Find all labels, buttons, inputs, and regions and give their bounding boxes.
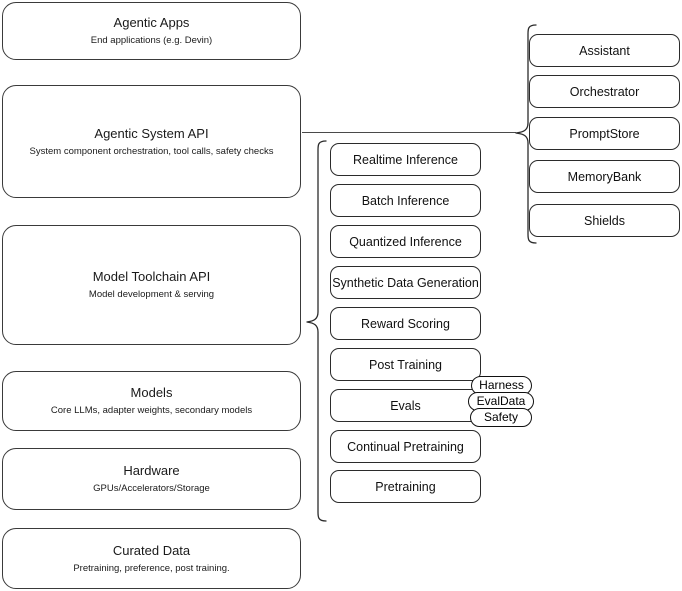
item-label: Shields — [584, 213, 625, 228]
item-memorybank[interactable]: MemoryBank — [529, 160, 680, 193]
item-label: Quantized Inference — [349, 234, 462, 249]
layer-subtitle: Core LLMs, adapter weights, secondary mo… — [50, 405, 253, 416]
item-label: PromptStore — [569, 126, 640, 141]
item-reward-scoring[interactable]: Reward Scoring — [330, 307, 481, 340]
item-label: Assistant — [579, 43, 630, 58]
layer-title: Hardware — [123, 463, 180, 478]
brace-model-toolchain — [306, 140, 327, 522]
item-realtime-inference[interactable]: Realtime Inference — [330, 143, 481, 176]
brace-agentic-system — [515, 24, 537, 244]
item-shields[interactable]: Shields — [529, 204, 680, 237]
layer-title: Models — [130, 385, 173, 400]
connector-line-system-api — [302, 132, 516, 134]
item-assistant[interactable]: Assistant — [529, 34, 680, 67]
layer-subtitle: Pretraining, preference, post training. — [73, 562, 230, 574]
item-quantized-inference[interactable]: Quantized Inference — [330, 225, 481, 258]
pill-safety[interactable]: Safety — [470, 408, 532, 427]
item-label: Reward Scoring — [361, 316, 450, 331]
item-label: MemoryBank — [567, 169, 642, 184]
layer-title: Model Toolchain API — [92, 269, 211, 284]
item-batch-inference[interactable]: Batch Inference — [330, 184, 481, 217]
item-orchestrator[interactable]: Orchestrator — [529, 75, 680, 108]
layer-box-model-toolchain-api[interactable]: Model Toolchain API Model development & … — [2, 225, 301, 345]
layer-title: Agentic Apps — [113, 15, 190, 30]
item-promptstore[interactable]: PromptStore — [529, 117, 680, 150]
item-continual-pretraining[interactable]: Continual Pretraining — [330, 430, 481, 463]
pill-evaldata[interactable]: EvalData — [468, 392, 534, 411]
item-pretraining[interactable]: Pretraining — [330, 470, 481, 503]
layer-subtitle: End applications (e.g. Devin) — [90, 35, 213, 46]
layer-box-models[interactable]: Models Core LLMs, adapter weights, secon… — [2, 371, 301, 431]
layer-title: Curated Data — [112, 542, 191, 558]
item-label: Realtime Inference — [353, 152, 458, 167]
layer-box-agentic-apps[interactable]: Agentic Apps End applications (e.g. Devi… — [2, 2, 301, 60]
item-label: Pretraining — [375, 479, 436, 494]
item-synthetic-data-generation[interactable]: Synthetic Data Generation — [330, 266, 481, 299]
pill-label: Safety — [483, 410, 519, 424]
layer-subtitle: Model development & serving — [88, 289, 215, 300]
item-label: Orchestrator — [569, 84, 640, 99]
item-label: Continual Pretraining — [347, 439, 464, 454]
item-label: Synthetic Data Generation — [332, 275, 479, 290]
item-post-training[interactable]: Post Training — [330, 348, 481, 381]
layer-box-curated-data[interactable]: Curated Data Pretraining, preference, po… — [2, 528, 301, 589]
item-label: Batch Inference — [361, 193, 450, 208]
layer-subtitle: System component orchestration, tool cal… — [29, 145, 274, 157]
item-label: Evals — [390, 398, 421, 413]
layer-title: Agentic System API — [94, 125, 209, 141]
pill-label: Harness — [479, 378, 524, 392]
layer-box-agentic-system-api[interactable]: Agentic System API System component orch… — [2, 85, 301, 198]
item-label: Post Training — [369, 357, 442, 372]
layer-box-hardware[interactable]: Hardware GPUs/Accelerators/Storage — [2, 448, 301, 510]
layer-subtitle: GPUs/Accelerators/Storage — [93, 483, 210, 494]
pill-label: EvalData — [476, 394, 526, 408]
item-evals[interactable]: Evals — [330, 389, 481, 422]
